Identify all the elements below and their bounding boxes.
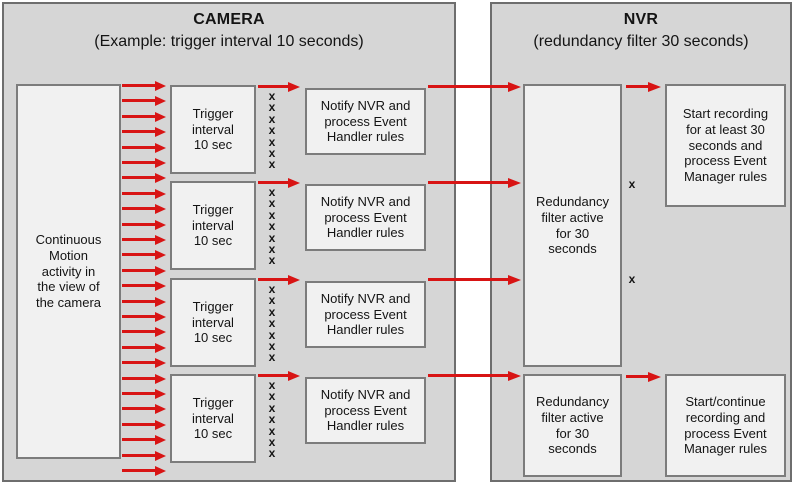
x-mark: x: [268, 89, 276, 103]
filter-to-record-arrow: [626, 85, 648, 88]
x-mark: x: [268, 316, 276, 331]
start-continue-recording-box: Start/continue recording and process Eve…: [665, 374, 786, 477]
x-mark: x: [268, 282, 276, 296]
trigger-arrow: [258, 374, 288, 377]
motion-trigger-arrow: [122, 253, 155, 256]
x-mark: x: [268, 230, 276, 245]
motion-trigger-arrow: [122, 392, 155, 395]
motion-trigger-arrow: [122, 238, 155, 241]
notify-to-nvr-arrow: [428, 85, 508, 88]
motion-trigger-arrow: [122, 300, 155, 303]
motion-trigger-arrow: [122, 315, 155, 318]
x-mark: x: [268, 207, 276, 222]
trigger-interval-box: Trigger interval 10 sec: [170, 181, 256, 270]
camera-panel-subtitle: (Example: trigger interval 10 seconds): [94, 33, 364, 50]
nvr-panel-subtitle: (redundancy filter 30 seconds): [533, 33, 749, 50]
start-recording-box: Start recording for at least 30 seconds …: [665, 84, 786, 207]
x-mark: x: [268, 339, 276, 354]
x-mark: x: [268, 111, 276, 126]
notify-to-nvr-arrow: [428, 374, 508, 377]
trigger-interval-box: Trigger interval 10 sec: [170, 85, 256, 174]
motion-trigger-arrow: [122, 207, 155, 210]
x-mark: x: [268, 400, 276, 415]
motion-trigger-arrow: [122, 146, 155, 149]
x-mark: x: [268, 253, 276, 268]
motion-trigger-arrow: [122, 454, 155, 457]
x-mark: x: [268, 389, 276, 404]
motion-trigger-arrow: [122, 407, 155, 410]
motion-trigger-arrow: [122, 423, 155, 426]
motion-trigger-arrow: [122, 284, 155, 287]
notify-nvr-box: Notify NVR and process Event Handler rul…: [305, 281, 426, 348]
camera-panel-title: CAMERA: [193, 11, 265, 28]
x-mark: x: [268, 242, 276, 257]
nvr-panel-title: NVR: [623, 11, 659, 28]
motion-trigger-arrow: [122, 99, 155, 102]
motion-trigger-arrow: [122, 84, 155, 87]
motion-trigger-arrow: [122, 115, 155, 118]
trigger-arrow: [258, 181, 288, 184]
notify-to-nvr-arrow: [428, 181, 508, 184]
blocked-event-x-mark: x: [628, 272, 636, 286]
motion-trigger-arrow: [122, 176, 155, 179]
motion-trigger-arrow: [122, 192, 155, 195]
blocked-event-x-mark: x: [628, 177, 636, 191]
trigger-arrow: [258, 85, 288, 88]
motion-trigger-arrow: [122, 130, 155, 133]
continuous-motion-box: Continuous Motion activity in the view o…: [16, 84, 121, 459]
notify-nvr-box: Notify NVR and process Event Handler rul…: [305, 88, 426, 155]
x-mark: x: [268, 378, 276, 392]
x-mark: x: [268, 446, 276, 461]
trigger-arrow: [258, 278, 288, 281]
x-mark: x: [268, 134, 276, 149]
x-mark: x: [268, 435, 276, 450]
x-mark: x: [268, 185, 276, 199]
redundancy-filter-bottom-box: Redundancy filter active for 30 seconds: [523, 374, 622, 477]
notify-nvr-box: Notify NVR and process Event Handler rul…: [305, 184, 426, 251]
x-mark: x: [268, 123, 276, 138]
x-mark: x: [268, 196, 276, 211]
motion-trigger-arrow: [122, 223, 155, 226]
motion-trigger-arrow: [122, 377, 155, 380]
x-mark: x: [268, 146, 276, 161]
motion-trigger-arrow: [122, 361, 155, 364]
x-mark: x: [268, 219, 276, 234]
x-mark: x: [268, 304, 276, 319]
redundancy-filter-top-box: Redundancy filter active for 30 seconds: [523, 84, 622, 367]
motion-trigger-arrow: [122, 438, 155, 441]
trigger-interval-box: Trigger interval 10 sec: [170, 374, 256, 463]
motion-trigger-arrow: [122, 161, 155, 164]
x-mark: x: [268, 157, 276, 172]
motion-trigger-arrow: [122, 330, 155, 333]
x-mark: x: [268, 293, 276, 308]
motion-trigger-arrow: [122, 269, 155, 272]
x-mark: x: [268, 100, 276, 115]
notify-nvr-box: Notify NVR and process Event Handler rul…: [305, 377, 426, 444]
motion-trigger-arrow: [122, 346, 155, 349]
x-mark: x: [268, 327, 276, 342]
motion-trigger-arrow: [122, 469, 155, 472]
filter-to-continue-arrow: [626, 375, 648, 378]
trigger-interval-box: Trigger interval 10 sec: [170, 278, 256, 367]
notify-to-nvr-arrow: [428, 278, 508, 281]
x-mark: x: [268, 412, 276, 427]
x-mark: x: [268, 423, 276, 438]
x-mark: x: [268, 350, 276, 365]
